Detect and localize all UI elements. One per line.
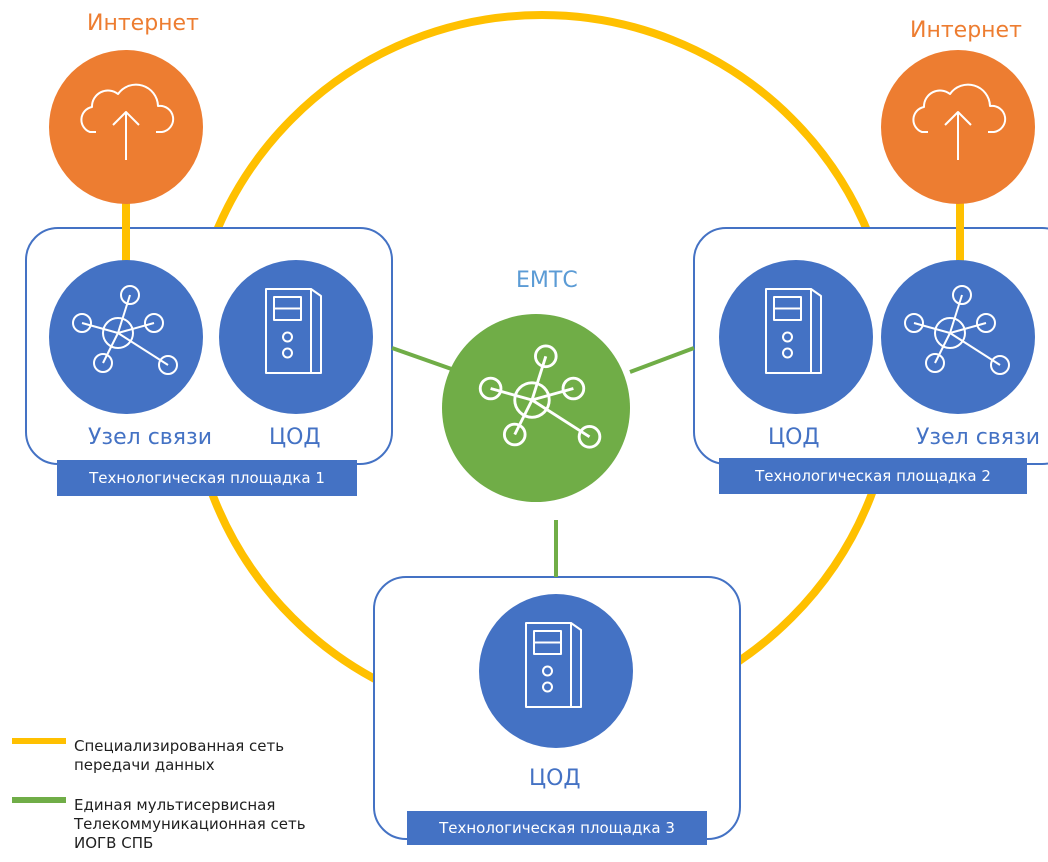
- site-2-dc-node: [719, 260, 873, 414]
- emts-link-site-2: [629, 346, 695, 374]
- site-1-dc-label: ЦОД: [269, 425, 321, 450]
- legend-spd-text: Специализированная сеть передачи данных: [74, 737, 285, 774]
- emts-label: ЕМТС: [516, 268, 578, 293]
- site-1-comm-label: Узел связи: [88, 425, 212, 450]
- legend-emts-text: Единая мультисервисная Телекоммуникацион…: [74, 796, 306, 852]
- site-1-dc-node: [219, 260, 373, 414]
- site-2-comm-label: Узел связи: [916, 425, 1040, 450]
- site-3-dc-label: ЦОД: [529, 766, 581, 791]
- site-3-title: Технологическая площадка 3: [407, 811, 707, 845]
- legend-emts-swatch: [12, 797, 66, 803]
- site-3-dc-node: [479, 594, 633, 748]
- emts-link-site-1: [391, 346, 461, 374]
- internet-label-right: Интернет: [910, 18, 1022, 43]
- legend-spd-swatch: [12, 738, 66, 744]
- site-1-title: Технологическая площадка 1: [57, 460, 357, 496]
- site-2-title: Технологическая площадка 2: [719, 458, 1027, 494]
- internet-label-left: Интернет: [87, 11, 199, 36]
- emts-node: [442, 314, 630, 502]
- site-2-dc-label: ЦОД: [768, 425, 820, 450]
